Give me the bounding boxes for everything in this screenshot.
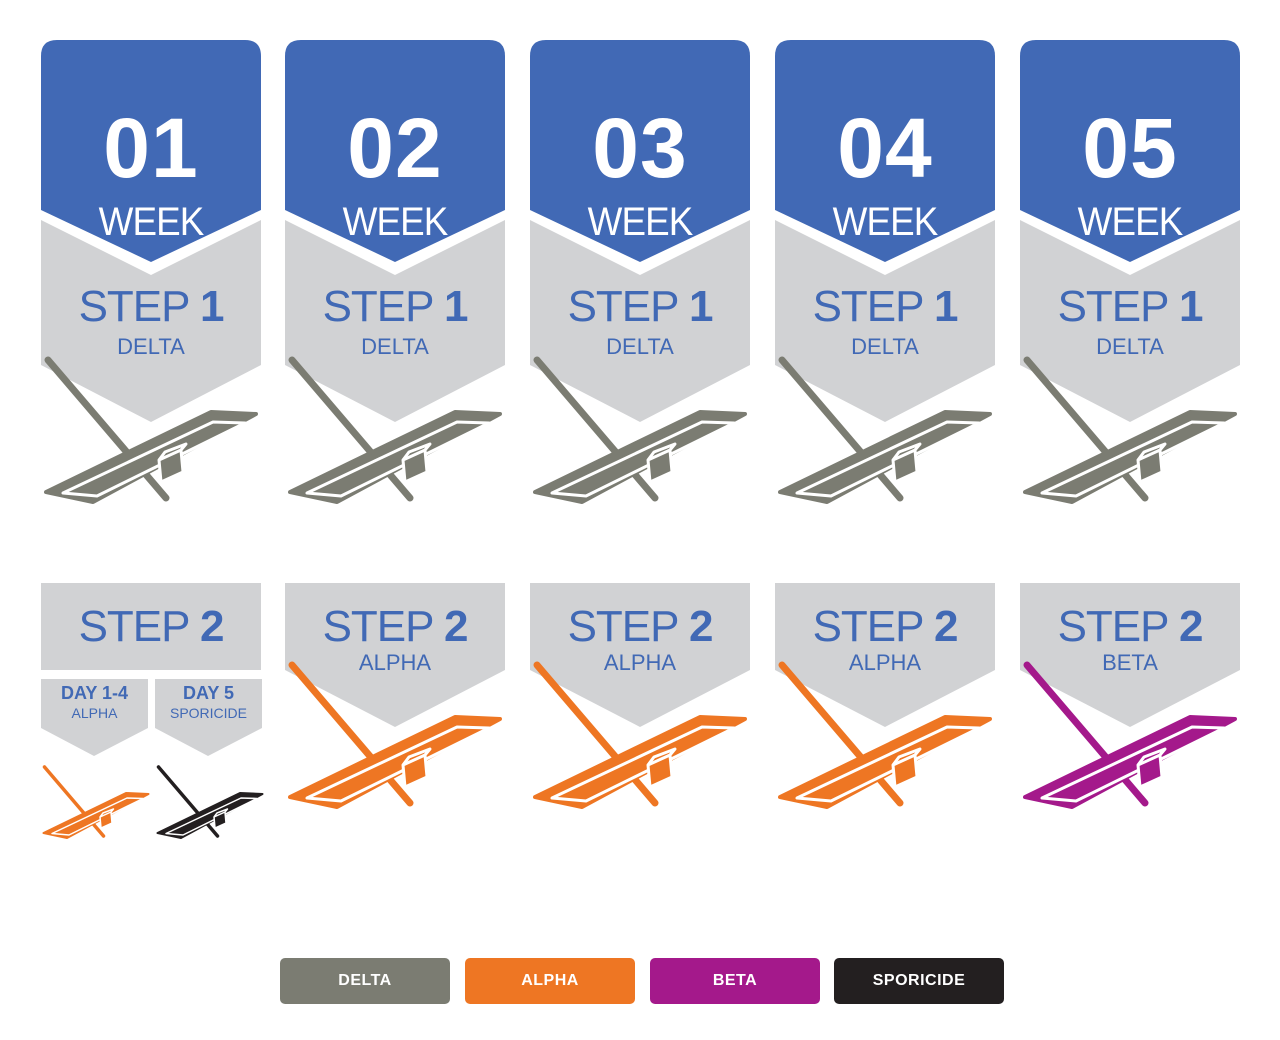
step1-product: DELTA xyxy=(606,334,674,359)
mop-icon-delta xyxy=(41,350,261,520)
step2-chevron: STEP 2 ALPHA xyxy=(530,583,750,729)
step1-product: DELTA xyxy=(1096,334,1164,359)
week-banner: 01 WEEK xyxy=(41,40,261,262)
week-column-3: 03 WEEK STEP 1 DELTA STEP 2 ALPHA xyxy=(530,0,750,900)
week-label: WEEK xyxy=(832,200,939,244)
step1-chevron: STEP 1 DELTA xyxy=(285,220,505,425)
step2-product: ALPHA xyxy=(358,650,432,675)
step2-title: STEP 2 xyxy=(322,602,469,651)
step1-product: DELTA xyxy=(361,334,429,359)
week-number: 02 xyxy=(347,101,443,195)
step2-title: STEP 2 xyxy=(78,602,225,651)
step2-title: STEP 2 xyxy=(812,602,959,651)
mop-icon-sporicide xyxy=(155,762,265,847)
week-label: WEEK xyxy=(98,200,205,244)
day-1-4-title: DAY 1-4 xyxy=(60,683,129,703)
step1-product: DELTA xyxy=(117,334,185,359)
week-banner: 05 WEEK xyxy=(1020,40,1240,262)
week-label: WEEK xyxy=(342,200,449,244)
legend-delta: DELTA xyxy=(280,958,450,1004)
legend-alpha: ALPHA xyxy=(465,958,635,1004)
step2-chevron: STEP 2 ALPHA xyxy=(285,583,505,729)
mop-icon-alpha xyxy=(285,655,505,825)
step1-title: STEP 1 xyxy=(567,282,714,331)
step1-chevron: STEP 1 DELTA xyxy=(1020,220,1240,425)
step1-product: DELTA xyxy=(851,334,919,359)
mop-icon-delta xyxy=(530,350,750,520)
mop-icon-beta xyxy=(1020,655,1240,825)
week-label: WEEK xyxy=(1077,200,1184,244)
step2-product: ALPHA xyxy=(848,650,922,675)
day-5-title: DAY 5 xyxy=(182,683,235,703)
mop-icon-delta xyxy=(285,350,505,520)
week-banner: 03 WEEK xyxy=(530,40,750,262)
mop-icon-delta xyxy=(775,350,995,520)
step2-title: STEP 2 xyxy=(567,602,714,651)
mop-icon-alpha xyxy=(41,762,151,847)
step2-chevron: STEP 2 BETA xyxy=(1020,583,1240,729)
step1-title: STEP 1 xyxy=(78,282,225,331)
step2-product: ALPHA xyxy=(603,650,677,675)
week-number: 03 xyxy=(592,101,688,195)
week-column-1: 01 WEEK STEP 1 DELTA STEP 2 DAY 1-4 ALPH… xyxy=(41,0,261,900)
step2-box: STEP 2 xyxy=(41,583,261,671)
week-label: WEEK xyxy=(587,200,694,244)
step1-chevron: STEP 1 DELTA xyxy=(775,220,995,425)
mop-icon-delta xyxy=(1020,350,1240,520)
week-column-4: 04 WEEK STEP 1 DELTA STEP 2 ALPHA xyxy=(775,0,995,900)
step1-chevron: STEP 1 DELTA xyxy=(530,220,750,425)
week-banner: 04 WEEK xyxy=(775,40,995,262)
step1-title: STEP 1 xyxy=(812,282,959,331)
step2-title: STEP 2 xyxy=(1057,602,1204,651)
week-banner: 02 WEEK xyxy=(285,40,505,262)
week-column-5: 05 WEEK STEP 1 DELTA STEP 2 BETA xyxy=(1020,0,1240,900)
week-column-2: 02 WEEK STEP 1 DELTA STEP 2 ALPHA xyxy=(285,0,505,900)
week-number: 05 xyxy=(1082,101,1178,195)
step2-chevron: STEP 2 ALPHA xyxy=(775,583,995,729)
legend-beta: BETA xyxy=(650,958,820,1004)
legend-sporicide: SPORICIDE xyxy=(834,958,1004,1004)
step1-title: STEP 1 xyxy=(322,282,469,331)
step1-chevron: STEP 1 DELTA xyxy=(41,220,261,425)
week-number: 04 xyxy=(837,101,933,195)
day-1-4-chevron: DAY 1-4 ALPHA xyxy=(41,679,148,757)
mop-icon-alpha xyxy=(530,655,750,825)
day-5-product: SPORICIDE xyxy=(169,705,247,721)
mop-icon-alpha xyxy=(775,655,995,825)
day-5-chevron: DAY 5 SPORICIDE xyxy=(155,679,262,757)
day-1-4-product: ALPHA xyxy=(71,705,118,721)
step1-title: STEP 1 xyxy=(1057,282,1204,331)
step2-product: BETA xyxy=(1102,650,1158,675)
week-number: 01 xyxy=(103,101,199,195)
